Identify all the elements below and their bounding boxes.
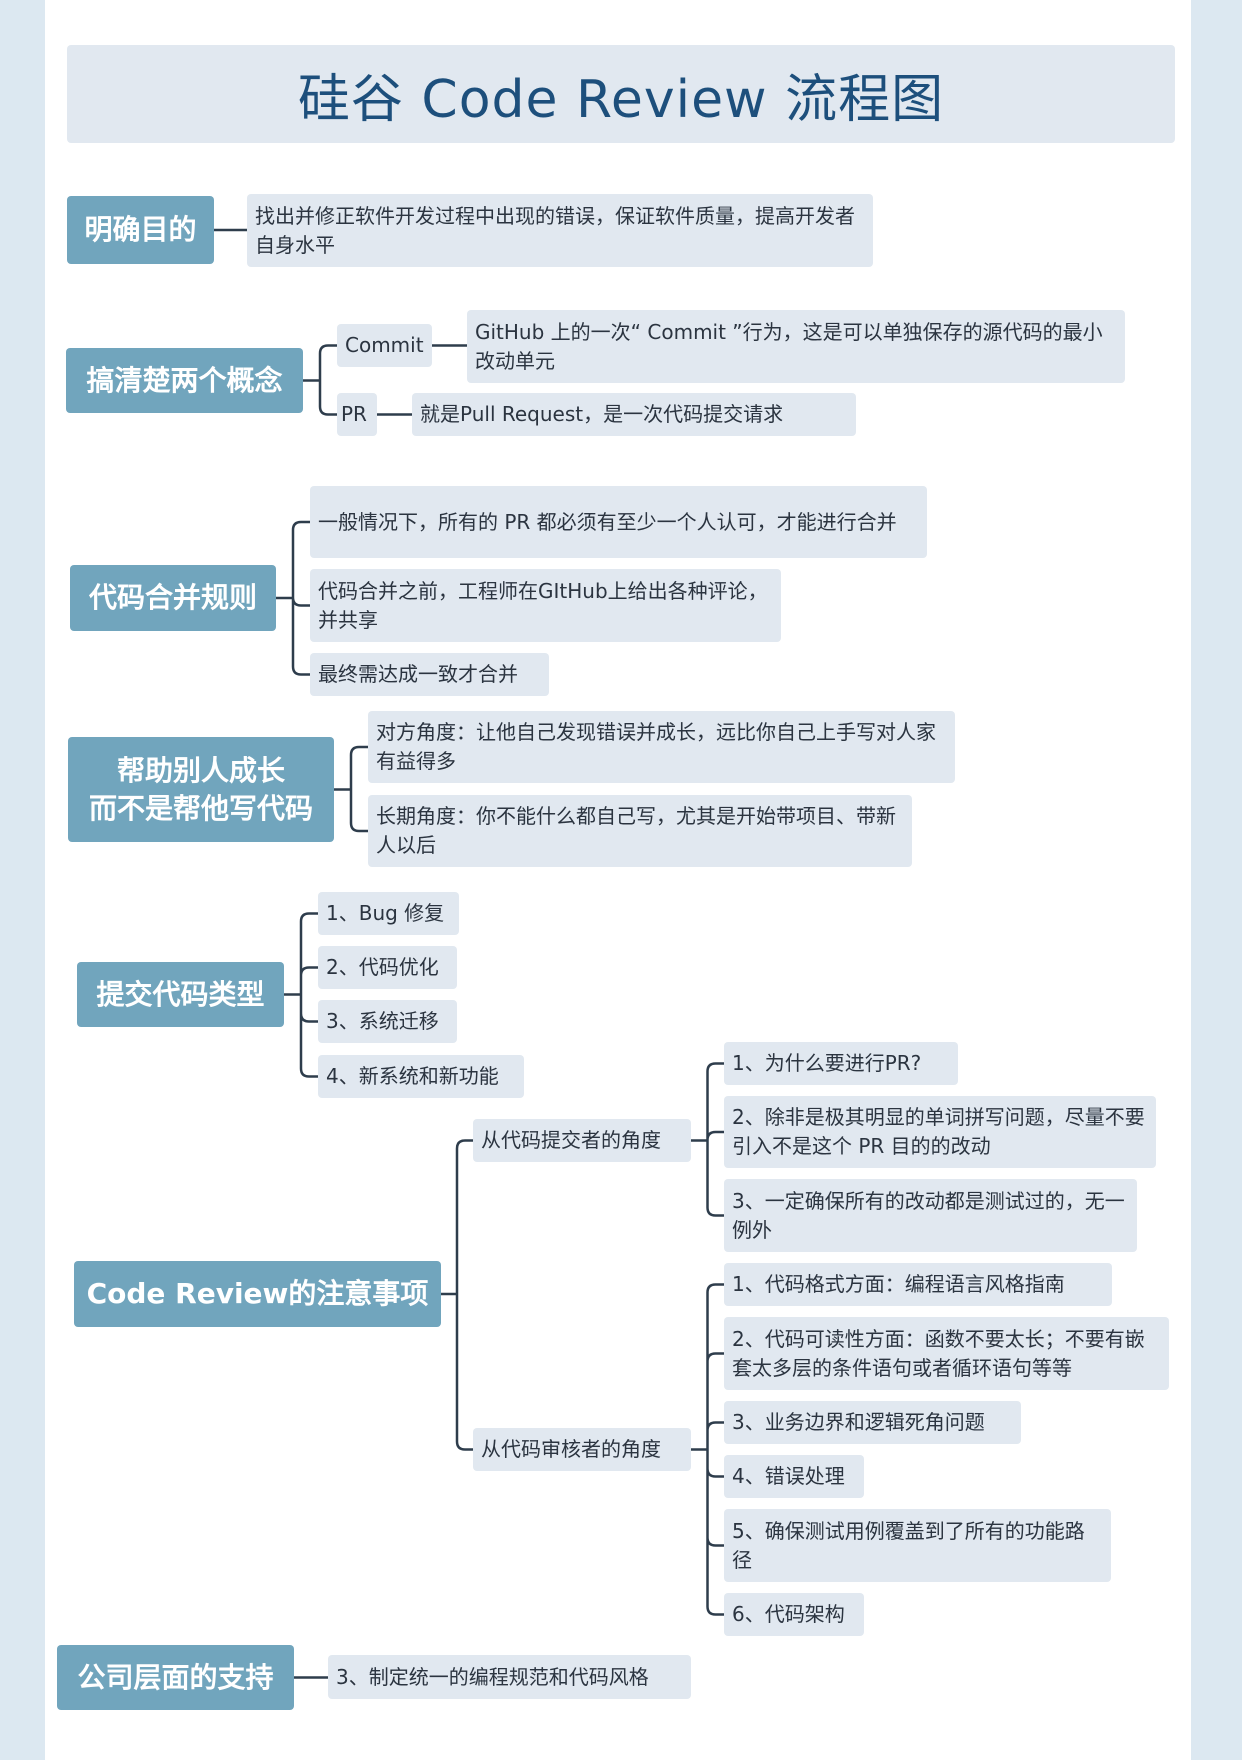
- leaf-submitter[interactable]: 1、为什么要进行PR?: [724, 1042, 958, 1085]
- leaf-submitter[interactable]: 3、一定确保所有的改动都是测试过的，无一例外: [724, 1179, 1137, 1252]
- node-code-review-notes[interactable]: Code Review的注意事项: [74, 1261, 441, 1327]
- leaf-commit[interactable]: Commit: [337, 324, 432, 367]
- leaf-purpose[interactable]: 找出并修正软件开发过程中出现的错误，保证软件质量，提高开发者自身水平: [247, 194, 873, 267]
- page-title: 硅谷 Code Review 流程图: [67, 45, 1175, 143]
- branch-submitter[interactable]: 从代码提交者的角度: [473, 1119, 691, 1162]
- leaf-type[interactable]: 3、系统迁移: [318, 1000, 457, 1043]
- leaf-reviewer[interactable]: 1、代码格式方面：编程语言风格指南: [724, 1263, 1112, 1306]
- node-purpose[interactable]: 明确目的: [67, 196, 214, 264]
- leaf-company[interactable]: 3、制定统一的编程规范和代码风格: [328, 1655, 691, 1699]
- node-help-line2: 而不是帮他写代码: [88, 791, 313, 825]
- leaf-help[interactable]: 对方角度：让他自己发现错误并成长，远比你自己上手写对人家有益得多: [368, 711, 955, 783]
- node-merge-rules[interactable]: 代码合并规则: [70, 565, 276, 631]
- leaf-merge-rule[interactable]: 代码合并之前，工程师在GItHub上给出各种评论，并共享: [310, 569, 781, 642]
- leaf-reviewer[interactable]: 5、确保测试用例覆盖到了所有的功能路径: [724, 1509, 1111, 1582]
- leaf-help[interactable]: 长期角度：你不能什么都自己写，尤其是开始带项目、带新人以后: [368, 795, 912, 867]
- node-concepts[interactable]: 搞清楚两个概念: [66, 348, 303, 413]
- node-commit-types[interactable]: 提交代码类型: [77, 962, 284, 1027]
- leaf-type[interactable]: 1、Bug 修复: [318, 892, 459, 935]
- leaf-commit-desc[interactable]: GitHub 上的一次“ Commit ”行为，这是可以单独保存的源代码的最小改…: [467, 310, 1125, 383]
- node-help-line1: 帮助别人成长: [116, 753, 285, 787]
- leaf-reviewer[interactable]: 3、业务边界和逻辑死角问题: [724, 1401, 1021, 1444]
- leaf-type[interactable]: 2、代码优化: [318, 946, 457, 989]
- leaf-pr[interactable]: PR: [337, 393, 377, 436]
- leaf-merge-rule[interactable]: 最终需达成一致才合并: [310, 653, 549, 696]
- leaf-reviewer[interactable]: 6、代码架构: [724, 1593, 864, 1636]
- leaf-type[interactable]: 4、新系统和新功能: [318, 1055, 524, 1098]
- leaf-reviewer[interactable]: 2、代码可读性方面：函数不要太长；不要有嵌套太多层的条件语句或者循环语句等等: [724, 1317, 1169, 1390]
- leaf-submitter[interactable]: 2、除非是极其明显的单词拼写问题，尽量不要引入不是这个 PR 目的的改动: [724, 1096, 1156, 1168]
- branch-reviewer[interactable]: 从代码审核者的角度: [473, 1428, 691, 1471]
- leaf-merge-rule[interactable]: 一般情况下，所有的 PR 都必须有至少一个人认可，才能进行合并: [310, 486, 927, 558]
- node-help-others[interactable]: 帮助别人成长 而不是帮他写代码: [68, 737, 334, 842]
- leaf-reviewer[interactable]: 4、错误处理: [724, 1455, 864, 1498]
- node-company-support[interactable]: 公司层面的支持: [57, 1645, 294, 1710]
- leaf-pr-desc[interactable]: 就是Pull Request，是一次代码提交请求: [412, 393, 856, 436]
